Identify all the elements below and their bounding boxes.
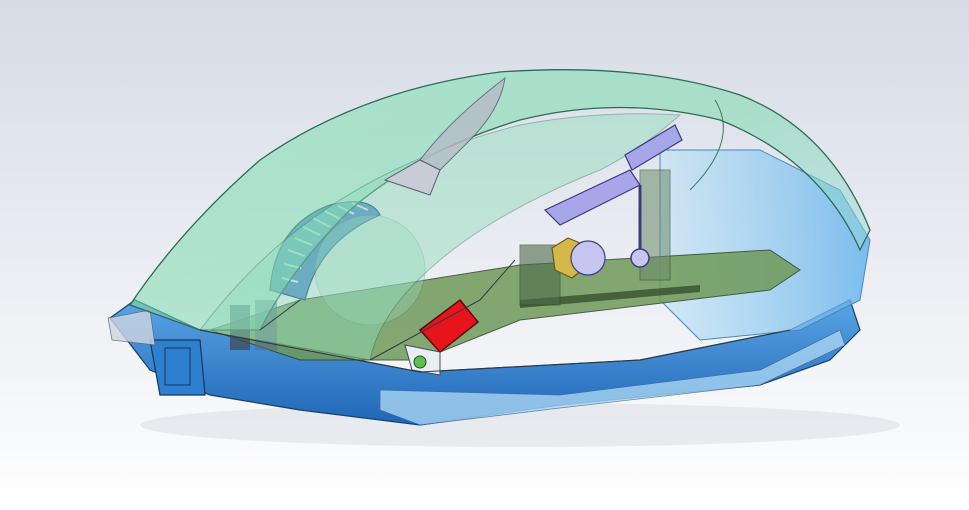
red-switch[interactable] bbox=[404, 298, 480, 376]
front-bracket[interactable] bbox=[107, 309, 206, 396]
top-shell[interactable] bbox=[128, 69, 871, 361]
section-edges bbox=[199, 259, 791, 373]
side-buttons[interactable] bbox=[543, 124, 683, 268]
nut bbox=[551, 237, 606, 279]
